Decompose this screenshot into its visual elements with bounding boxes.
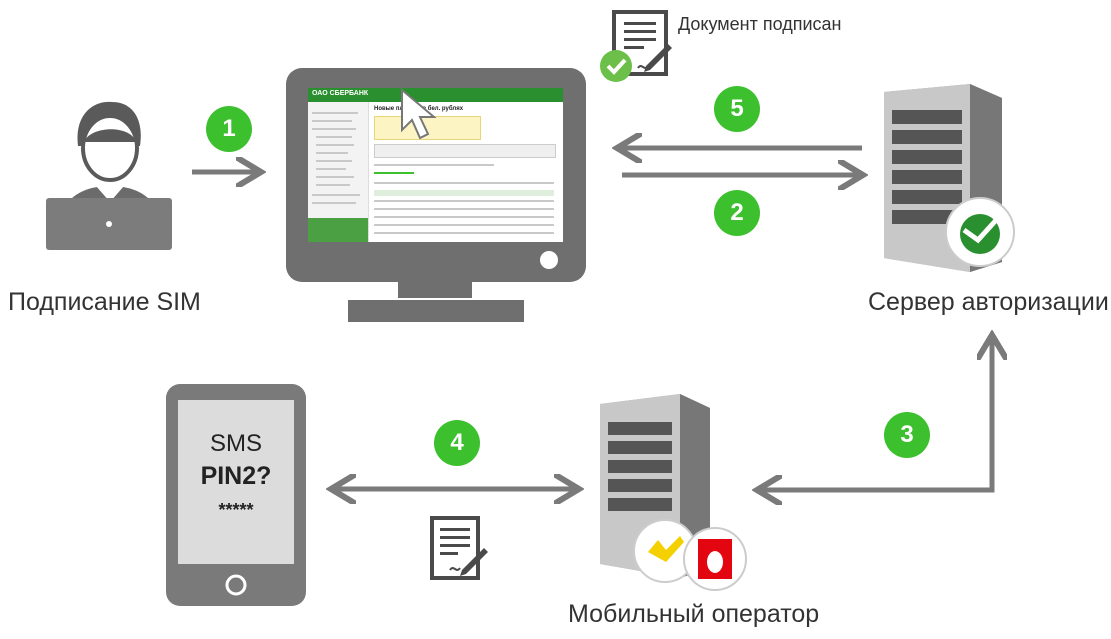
screen-notice xyxy=(374,116,481,140)
arrow-step-3 xyxy=(760,340,992,493)
document-sign-icon xyxy=(430,516,488,580)
auth-server-label: Сервер авторизации xyxy=(868,288,1109,316)
beeline-logo-icon xyxy=(633,519,697,583)
bank-logo: ОАО СБЕРБАНК xyxy=(312,90,369,97)
step-1-badge: 1 xyxy=(206,106,252,152)
step-3-badge: 3 xyxy=(884,412,930,458)
checkmark-icon xyxy=(600,50,632,82)
document-signed-label: Документ подписан xyxy=(678,14,842,34)
document-signed-icon xyxy=(600,10,672,82)
sms-title: SMS xyxy=(209,430,262,457)
step-5-badge: 5 xyxy=(714,86,760,132)
step-4-badge: 4 xyxy=(434,420,480,466)
screen-sidebar xyxy=(308,102,369,242)
sberbank-logo-icon xyxy=(945,197,1015,267)
step-2-badge: 2 xyxy=(714,190,760,236)
sms-mask: ***** xyxy=(218,500,254,520)
sms-pin: PIN2? xyxy=(200,462,272,490)
sms-screen: SMS PIN2? ***** xyxy=(178,400,294,564)
mts-logo-icon xyxy=(683,527,747,591)
cursor-icon xyxy=(401,87,437,140)
phone-icon xyxy=(166,384,306,606)
screen-top-bar: ОАО СБЕРБАНК xyxy=(308,88,563,102)
monitor-screen: ОАО СБЕРБАНК Новые платежи в бел. рублях xyxy=(308,88,563,242)
user-laptop-icon xyxy=(46,101,172,250)
mobile-operator-label: Мобильный оператор xyxy=(568,600,820,628)
sim-signing-label: Подписание SIM xyxy=(8,288,201,316)
